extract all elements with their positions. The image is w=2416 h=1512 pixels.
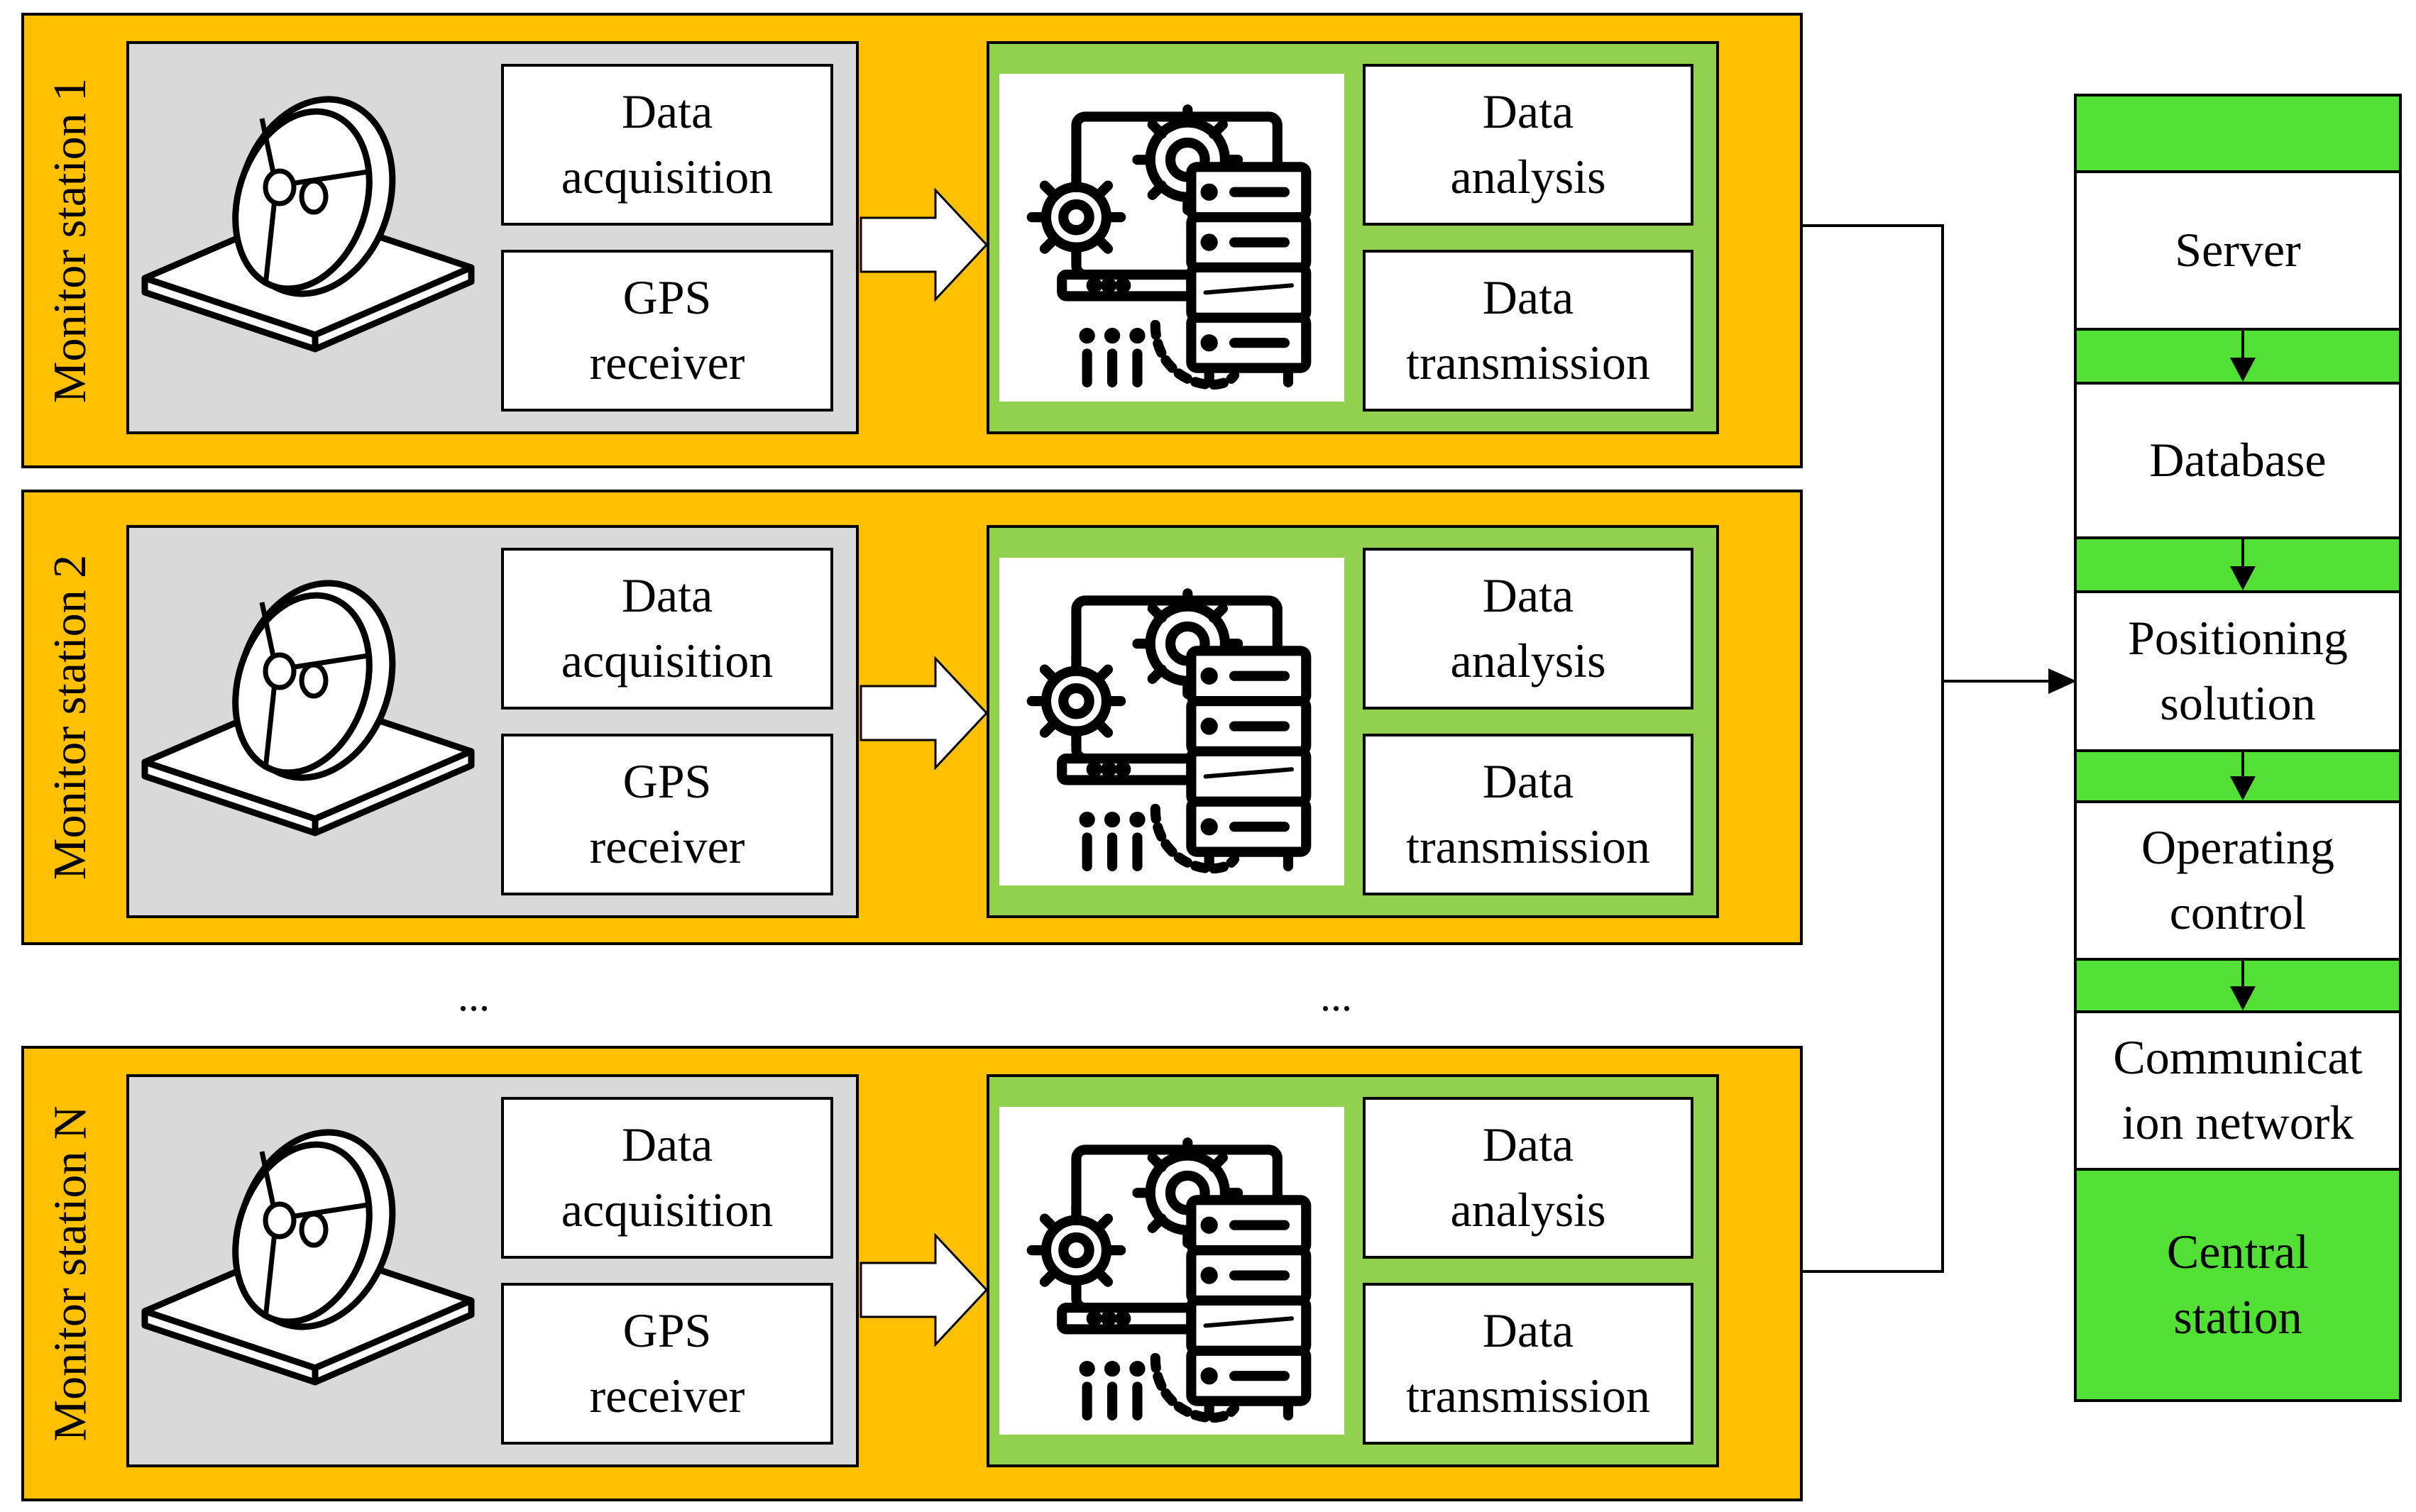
data-transmission-box: Data transmission	[1363, 734, 1693, 895]
server-gear-icon-box	[999, 1107, 1344, 1435]
data-analysis-box: Data analysis	[1363, 64, 1693, 226]
data-transmission-box: Data transmission	[1363, 250, 1693, 412]
data-acquisition-box: Data acquisition	[501, 1097, 833, 1259]
data-acquisition-box: Data acquisition	[501, 64, 833, 226]
server-gear-icon-box	[999, 74, 1344, 402]
flow-arrow	[860, 1233, 989, 1347]
flow-arrow	[860, 656, 989, 770]
data-transmission-box: Data transmission	[1363, 1283, 1693, 1445]
data-acquisition-box: Data acquisition	[501, 548, 833, 710]
data-analysis-box: Data analysis	[1363, 1097, 1693, 1259]
operating-control-box: Operating control	[2074, 800, 2402, 961]
ellipsis-left: ...	[458, 973, 490, 1020]
database-box: Database	[2074, 382, 2402, 539]
gps-receiver-box: GPS receiver	[501, 734, 833, 895]
flow-arrow	[860, 188, 989, 302]
positioning-solution-box: Positioning solution	[2074, 590, 2402, 752]
server-gear-icon-box	[999, 558, 1344, 885]
gps-receiver-box: GPS receiver	[501, 250, 833, 412]
ellipsis-right: ...	[1320, 973, 1352, 1020]
data-analysis-box: Data analysis	[1363, 548, 1693, 710]
gps-receiver-box: GPS receiver	[501, 1283, 833, 1445]
central-station-title: Central station	[2074, 1168, 2402, 1402]
